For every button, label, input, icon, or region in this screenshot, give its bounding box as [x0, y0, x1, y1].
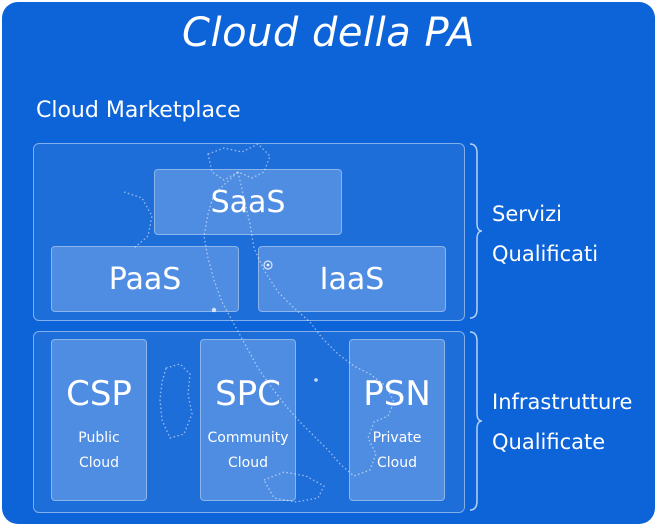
- paas-label: PaaS: [108, 261, 182, 297]
- spc-box: SPC Community Cloud: [200, 339, 296, 501]
- psn-box: PSN Private Cloud: [349, 339, 445, 501]
- csp-box: CSP Public Cloud: [51, 339, 147, 501]
- csp-description: Public Cloud: [78, 430, 120, 471]
- saas-label: SaaS: [210, 184, 286, 220]
- csp-acronym: CSP: [66, 374, 132, 414]
- iaas-label: IaaS: [319, 261, 385, 297]
- services-brace: [469, 143, 483, 319]
- marketplace-label: Cloud Marketplace: [36, 98, 241, 123]
- paas-box: PaaS: [51, 246, 239, 312]
- infrastructures-side-label: Infrastrutture Qualificate: [492, 390, 633, 454]
- iaas-box: IaaS: [258, 246, 446, 312]
- services-side-label: Servizi Qualificati: [492, 202, 599, 266]
- saas-box: SaaS: [154, 169, 342, 235]
- page-title: Cloud della PA: [182, 10, 475, 56]
- infrastructures-brace: [469, 331, 483, 511]
- psn-description: Private Cloud: [372, 430, 422, 471]
- psn-acronym: PSN: [363, 374, 431, 414]
- spc-description: Community Cloud: [207, 430, 289, 471]
- infrastructures-group: [33, 331, 465, 513]
- services-group: [33, 143, 465, 321]
- spc-acronym: SPC: [215, 374, 281, 414]
